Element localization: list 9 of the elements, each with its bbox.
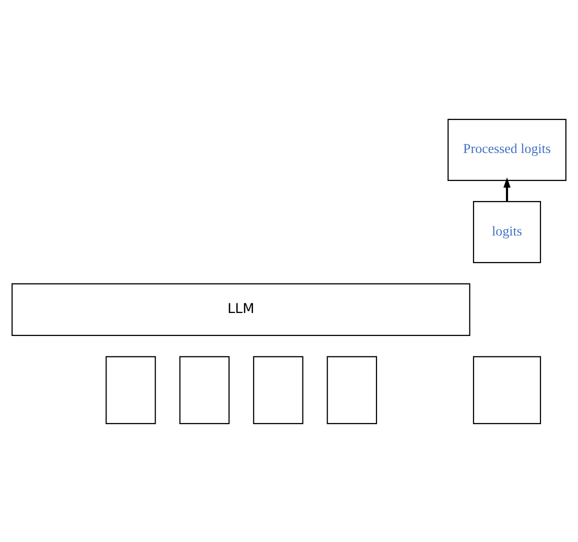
- node-box: Processed logits: [448, 118, 566, 180]
- node-box: [253, 356, 304, 424]
- node-box: [326, 356, 378, 424]
- node-box: [106, 356, 156, 424]
- node-box: logits: [472, 200, 542, 263]
- arrow: [503, 176, 511, 201]
- node-box: LLM: [12, 282, 470, 336]
- node-box: [179, 356, 230, 424]
- node-box: [472, 356, 542, 424]
